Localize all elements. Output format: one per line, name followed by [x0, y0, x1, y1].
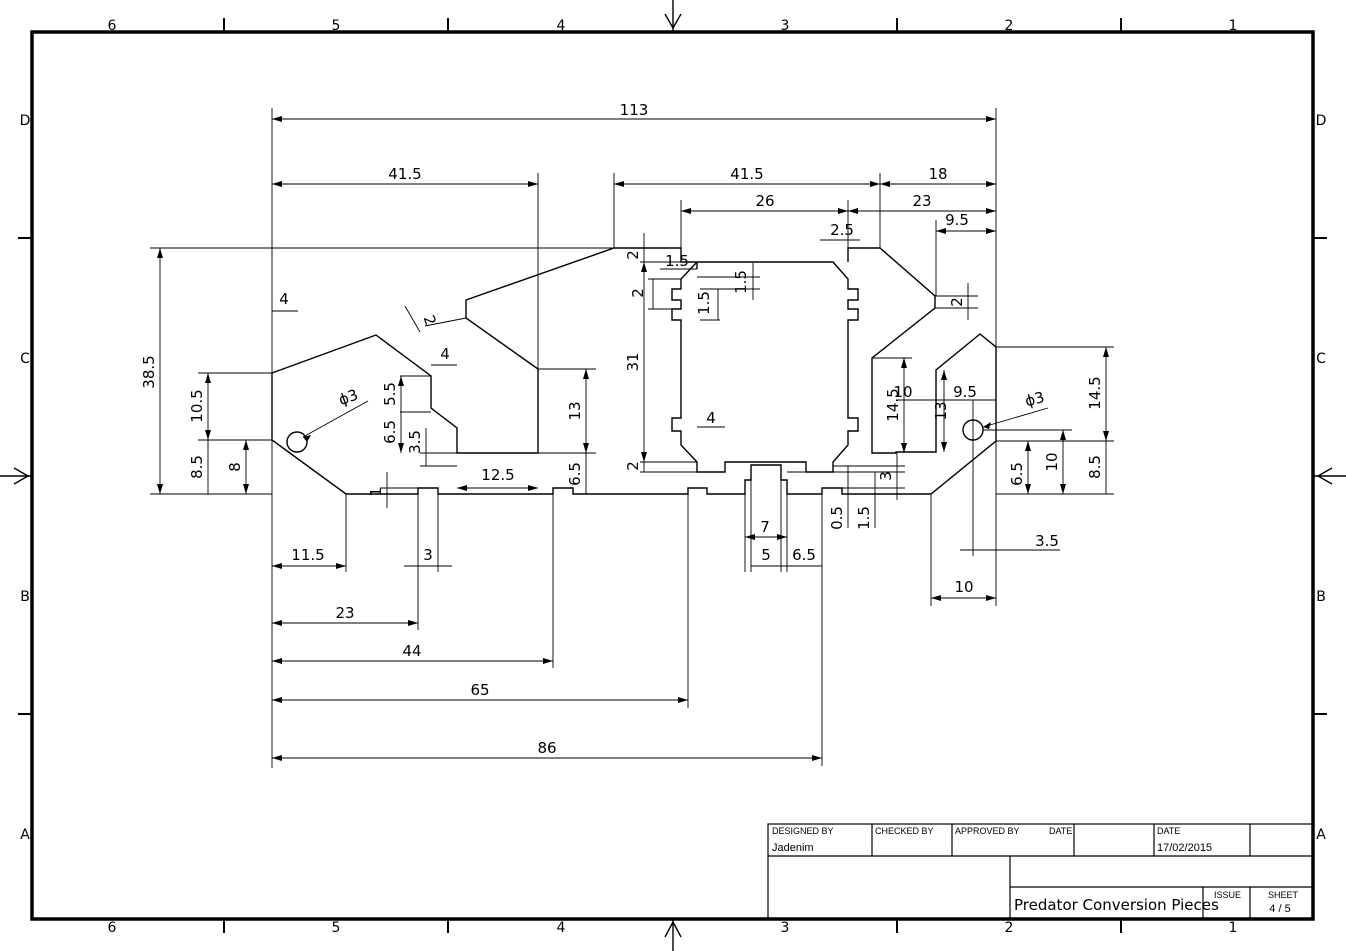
- dim-8-5-right: 8.5: [1086, 455, 1104, 479]
- dim-10-b: 10: [1043, 452, 1061, 471]
- zone-col-bottom-5: 5: [332, 920, 341, 936]
- dim-18: 18: [928, 165, 947, 183]
- dim-2-b: 2: [629, 288, 647, 298]
- dim-4-inner: 4: [706, 409, 716, 427]
- zone-row-left-D: D: [20, 113, 31, 129]
- dim-10-a: 10: [893, 383, 912, 401]
- zone-col-bottom-6: 6: [108, 920, 117, 936]
- dim-5-5: 5.5: [381, 382, 399, 406]
- tb-title: Predator Conversion Pieces: [1014, 896, 1219, 914]
- zone-row-left-B: B: [20, 589, 30, 605]
- dim-113: 113: [620, 101, 649, 119]
- dimension-arrows: [157, 116, 1109, 761]
- zone-labels: 6 5 4 3 2 1 6 5 4 3 2 1 D C B A D C B A: [20, 18, 1327, 936]
- zone-ticks: [18, 18, 1327, 933]
- dimension-texts: 113 41.5 41.5 18 26 23 9.5 2.5 4 4 12.5 …: [140, 101, 1104, 757]
- zone-row-left-C: C: [20, 351, 30, 367]
- dim-5: 5: [761, 546, 771, 564]
- dim-26: 26: [755, 192, 774, 210]
- dim-1-5-d: 1.5: [855, 506, 873, 530]
- dim-13-a: 13: [566, 401, 584, 420]
- tb-date-value: 17/02/2015: [1157, 842, 1212, 854]
- dim-9-5-b: 9.5: [953, 383, 977, 401]
- tb-designed-by-value: Jadenim: [772, 842, 814, 854]
- dim-13-b: 13: [932, 401, 950, 420]
- dimension-lines: [150, 108, 1114, 768]
- dim-2-a: 2: [624, 250, 642, 260]
- dim-2-c: 2: [624, 461, 642, 471]
- dim-10-5: 10.5: [188, 389, 206, 422]
- dim-2-5: 2.5: [830, 221, 854, 239]
- zone-col-top-2: 2: [1005, 18, 1014, 34]
- tb-approved-by-label: APPROVED BY: [955, 826, 1020, 836]
- dim-23-bottom: 23: [335, 604, 354, 622]
- dim-12-5: 12.5: [481, 466, 514, 484]
- zone-col-top-6: 6: [108, 18, 117, 34]
- zone-row-right-C: C: [1316, 351, 1326, 367]
- tb-sheet-value: 4 / 5: [1269, 903, 1290, 915]
- zone-col-bottom-2: 2: [1005, 920, 1014, 936]
- dim-2-chamfer: 2: [420, 313, 440, 328]
- dim-3-5-b: 3.5: [1035, 532, 1059, 550]
- dim-1-5-b: 1.5: [695, 291, 713, 315]
- dim-8-left: 8: [226, 462, 244, 472]
- dim-3-a: 3: [423, 546, 433, 564]
- tb-date-label-2: DATE: [1157, 826, 1180, 836]
- dim-4-mid: 4: [440, 345, 450, 363]
- dim-phi-left: ϕ3: [336, 386, 360, 410]
- dim-9-5-top: 9.5: [945, 211, 969, 229]
- tb-sheet-label: SHEET: [1268, 890, 1299, 900]
- dim-1: 1: [367, 487, 385, 497]
- dim-2-d: 2: [948, 297, 966, 307]
- dim-11-5: 11.5: [291, 546, 324, 564]
- zone-col-top-4: 4: [557, 18, 566, 34]
- tb-designed-by-label: DESIGNED BY: [772, 826, 834, 836]
- zone-row-right-B: B: [1316, 589, 1326, 605]
- dim-41-5-left: 41.5: [388, 165, 421, 183]
- zone-col-bottom-4: 4: [557, 920, 566, 936]
- zone-row-right-D: D: [1316, 113, 1327, 129]
- dim-phi-right: ϕ3: [1023, 388, 1046, 410]
- hole-left: [286, 431, 308, 453]
- dim-10-c: 10: [954, 578, 973, 596]
- dim-38-5: 38.5: [140, 355, 158, 388]
- dim-1-5-c: 1.5: [732, 270, 750, 294]
- tb-issue-label: ISSUE: [1214, 890, 1241, 900]
- zone-row-left-A: A: [20, 827, 30, 843]
- dim-44: 44: [402, 642, 421, 660]
- dim-14-5-b: 14.5: [1086, 376, 1104, 409]
- zone-col-bottom-3: 3: [781, 920, 790, 936]
- zone-col-top-3: 3: [781, 18, 790, 34]
- tb-date-label-1: DATE: [1049, 826, 1072, 836]
- dim-41-5-mid: 41.5: [730, 165, 763, 183]
- dim-6-5-c: 6.5: [792, 546, 816, 564]
- drawing-border: [30, 30, 1315, 921]
- dim-65: 65: [470, 681, 489, 699]
- zone-col-bottom-1: 1: [1229, 920, 1238, 936]
- dim-23-top: 23: [912, 192, 931, 210]
- zone-row-right-A: A: [1316, 827, 1326, 843]
- dim-86: 86: [537, 739, 556, 757]
- dim-0-5: 0.5: [828, 506, 846, 530]
- dim-4-left: 4: [279, 290, 289, 308]
- dim-3-b: 3: [877, 471, 895, 481]
- dim-3-5-a: 3.5: [406, 430, 424, 454]
- dim-1-5-a: 1.5: [665, 252, 689, 270]
- dim-6-5-a: 6.5: [381, 420, 399, 444]
- tb-checked-by-label: CHECKED BY: [875, 826, 934, 836]
- dim-31: 31: [624, 352, 642, 371]
- dim-6-5-b: 6.5: [566, 462, 584, 486]
- zone-col-top-5: 5: [332, 18, 341, 34]
- dim-7: 7: [760, 518, 770, 536]
- dim-6-5-d: 6.5: [1008, 462, 1026, 486]
- dim-14-5-a: 14.5: [884, 388, 902, 421]
- zone-col-top-1: 1: [1229, 18, 1238, 34]
- dim-8-5-left: 8.5: [188, 455, 206, 479]
- title-block: DESIGNED BY Jadenim CHECKED BY APPROVED …: [767, 823, 1314, 920]
